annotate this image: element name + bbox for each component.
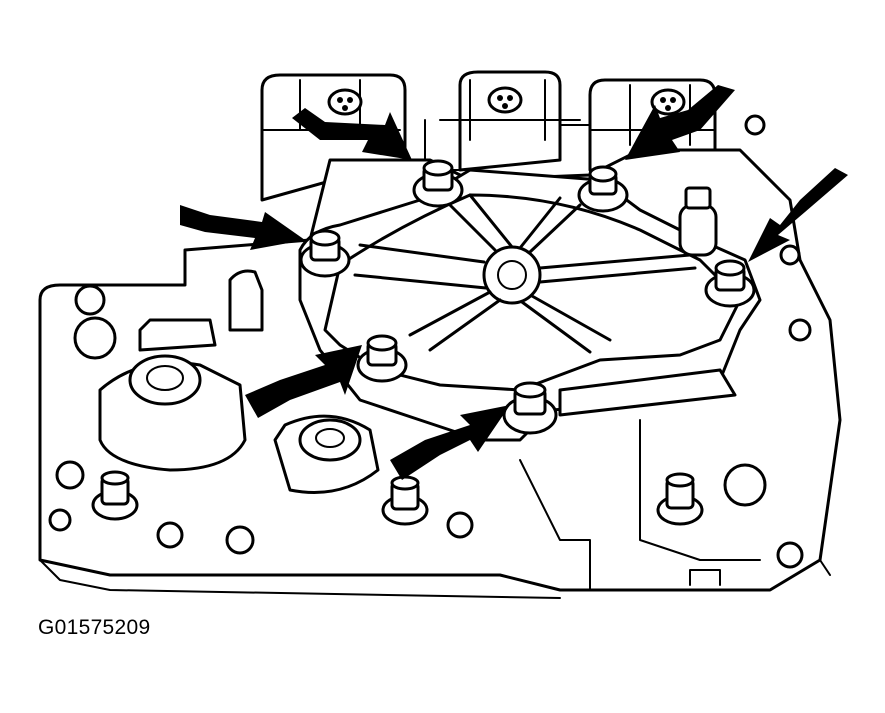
bolt-right (704, 259, 756, 308)
cover-bolts (299, 159, 756, 435)
bolt-top-right (577, 165, 629, 213)
arrow-bottom-left (245, 345, 362, 418)
bolt-lower-left (91, 470, 139, 521)
bolt-left (299, 229, 351, 278)
bolt-bottom (502, 381, 558, 435)
pointer-arrows (180, 85, 848, 480)
cover-plate (298, 168, 762, 442)
bolt-lower-mid (381, 475, 429, 526)
bolt-bottom-left (356, 334, 408, 383)
figure-id-label: G01575209 (38, 616, 151, 639)
arrow-bottom (390, 405, 510, 480)
valve-body-illustration (38, 70, 848, 599)
arrow-top-right (625, 85, 735, 160)
arrow-right (748, 168, 848, 262)
bolt-lower-right (656, 472, 704, 526)
plate-features (48, 114, 812, 569)
bolt-extra-right (678, 186, 718, 257)
arrow-top-left (292, 108, 412, 160)
bolt-top-left (412, 159, 464, 208)
arrow-left (180, 205, 305, 250)
